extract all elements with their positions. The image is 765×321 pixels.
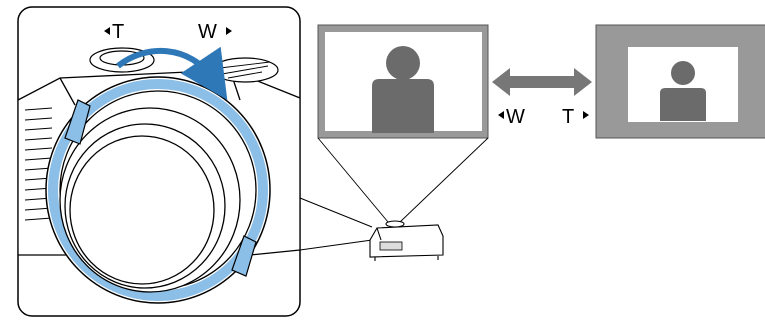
wide-arrow-icon	[226, 27, 232, 35]
person-silhouette-icon	[372, 46, 434, 133]
projection-tele-label: T	[562, 106, 574, 128]
tele-arrow-icon-2	[583, 111, 589, 119]
callout-lines	[299, 197, 373, 251]
lens-barrel	[59, 107, 241, 293]
person-silhouette-icon	[660, 61, 706, 121]
tele-screen	[595, 24, 765, 139]
projection-beam	[317, 137, 489, 223]
zoom-ring-lever-left[interactable]	[64, 99, 91, 145]
wide-label: W	[198, 21, 217, 43]
wide-screen	[317, 24, 489, 139]
double-arrow-icon	[492, 68, 592, 96]
zoom-direction-arrow-icon	[116, 46, 228, 100]
projector-icon	[369, 220, 444, 261]
projection-wide-label: W	[506, 106, 525, 128]
tele-arrow-icon	[104, 27, 110, 35]
wide-arrow-icon-2	[498, 111, 504, 119]
tele-label: T	[112, 21, 124, 43]
lens-closeup-panel: T W	[17, 6, 301, 317]
zoom-ring-lever-right[interactable]	[231, 235, 257, 277]
